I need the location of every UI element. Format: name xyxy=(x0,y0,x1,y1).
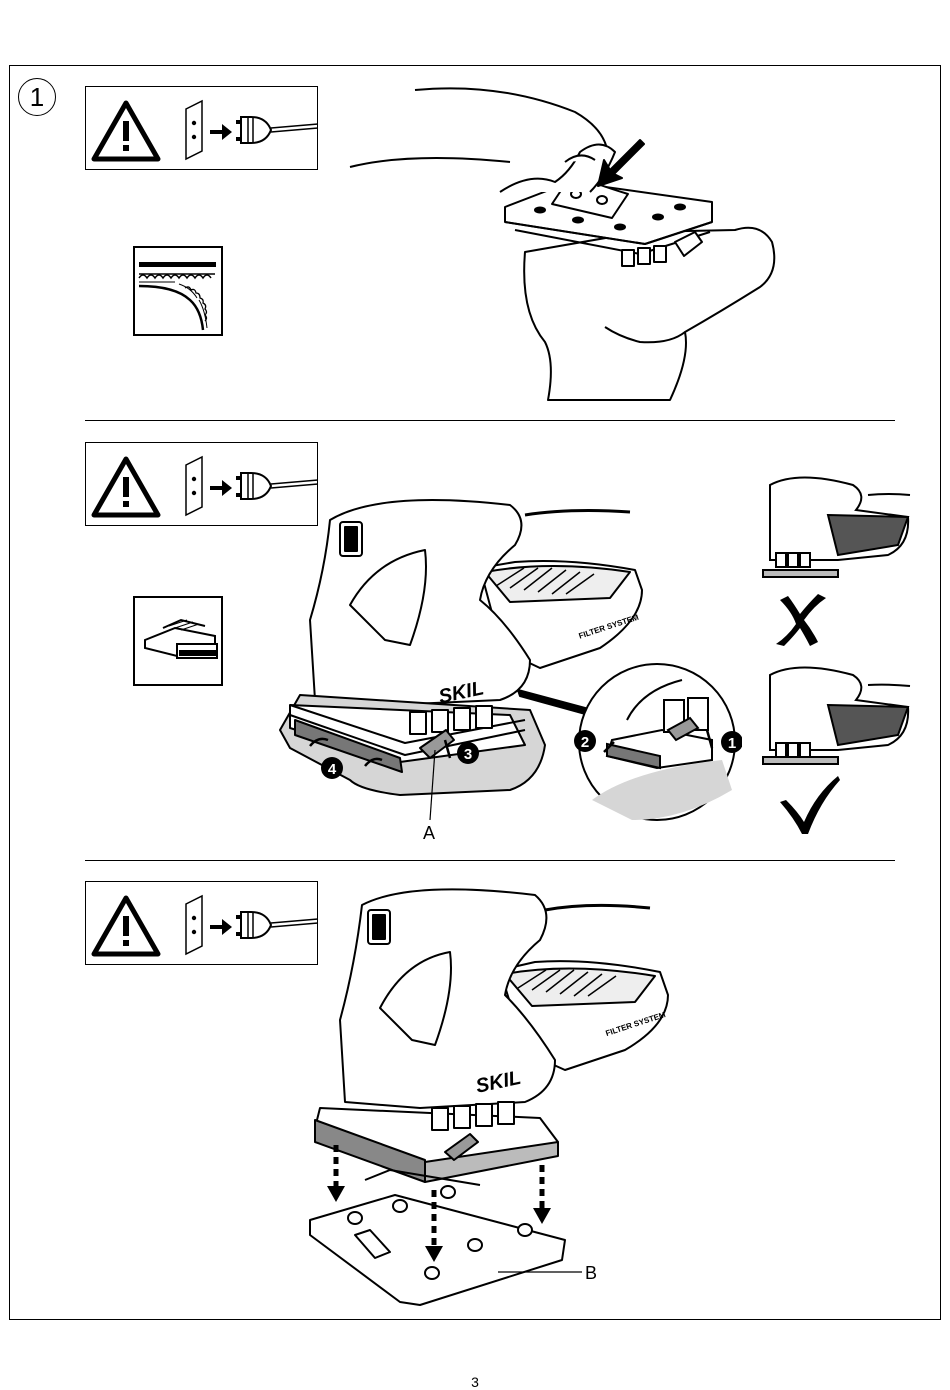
svg-text:2: 2 xyxy=(581,734,589,751)
correct-fit-illustration xyxy=(758,660,918,775)
base-plate-illustration: SKIL FILTER SYSTEM xyxy=(300,880,680,1310)
check-icon xyxy=(778,772,842,836)
svg-text:1: 1 xyxy=(728,735,736,752)
clamp-sheet-icon xyxy=(133,596,223,686)
attach-sheet-illustration xyxy=(340,82,800,407)
section-divider-1 xyxy=(85,420,895,421)
warning-panel-1 xyxy=(85,86,318,170)
svg-text:4: 4 xyxy=(328,761,337,778)
wrong-fit-illustration xyxy=(758,465,918,585)
clamp-detail-zoom: 1 2 xyxy=(572,660,742,825)
callout-b: B xyxy=(585,1263,597,1283)
svg-text:3: 3 xyxy=(464,746,472,763)
unplug-icon xyxy=(186,101,318,159)
step-marker-3: 3 xyxy=(457,742,479,764)
section-divider-2 xyxy=(85,860,895,861)
warning-triangle-icon xyxy=(94,459,158,515)
unplug-icon xyxy=(186,896,318,954)
page-number: 3 xyxy=(0,1374,950,1390)
step-marker-1: 1 xyxy=(721,731,742,753)
warning-triangle-icon xyxy=(94,103,158,159)
callout-a: A xyxy=(423,823,435,843)
hook-and-loop-icon xyxy=(133,246,223,336)
warning-panel-3 xyxy=(85,881,318,965)
figure-number: 1 xyxy=(18,78,56,116)
cross-icon xyxy=(770,590,830,650)
step-marker-2: 2 xyxy=(574,730,596,752)
step-marker-4: 4 xyxy=(321,757,343,779)
warning-triangle-icon xyxy=(94,898,158,954)
